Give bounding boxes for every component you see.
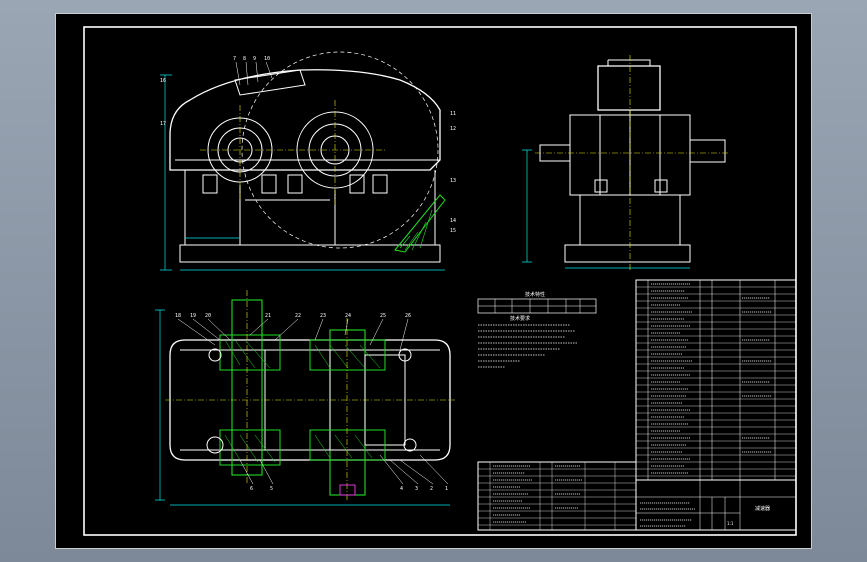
- technical-notes: 技术要求: [478, 315, 578, 368]
- plan-callouts: 18 19 20 21 22 23 24 25 26 6 5 4 3 2 1: [175, 313, 449, 492]
- callout-25: 25: [380, 313, 386, 319]
- callout-10: 10: [264, 56, 270, 62]
- spec-table-title: 技术特性: [525, 291, 545, 298]
- callout-2: 2: [430, 486, 433, 492]
- callout-14: 14: [450, 218, 456, 224]
- drawing-title: 减速器: [755, 505, 770, 512]
- callout-21: 21: [265, 313, 271, 319]
- side-view: [522, 55, 730, 270]
- callout-20: 20: [205, 313, 211, 319]
- plan-view: [155, 290, 455, 506]
- front-view: [160, 51, 446, 271]
- callout-22: 22: [295, 313, 301, 319]
- callout-24: 24: [345, 313, 351, 319]
- callout-3: 3: [415, 486, 418, 492]
- callout-13: 13: [450, 178, 456, 184]
- callout-8: 8: [243, 56, 246, 62]
- callout-9: 9: [253, 56, 256, 62]
- callout-18: 18: [175, 313, 181, 319]
- callout-12: 12: [450, 126, 456, 132]
- callout-4: 4: [400, 486, 403, 492]
- callout-5: 5: [270, 486, 273, 492]
- callout-23: 23: [320, 313, 326, 319]
- notes-title: 技术要求: [510, 315, 530, 322]
- callout-19: 19: [190, 313, 196, 319]
- callout-7: 7: [233, 56, 236, 62]
- callout-26: 26: [405, 313, 411, 319]
- callout-16: 16: [160, 78, 166, 84]
- callout-1: 1: [445, 486, 448, 492]
- scale-label: 1:1: [727, 521, 734, 526]
- callout-6: 6: [250, 486, 253, 492]
- callout-15: 15: [450, 228, 456, 234]
- title-block: 减速器 1:1: [635, 479, 797, 531]
- callout-17: 17: [160, 121, 166, 127]
- parts-list: [635, 279, 797, 481]
- callout-11: 11: [450, 111, 456, 117]
- technical-spec-table: 技术特性: [477, 291, 597, 314]
- parts-list-lower: [477, 461, 637, 531]
